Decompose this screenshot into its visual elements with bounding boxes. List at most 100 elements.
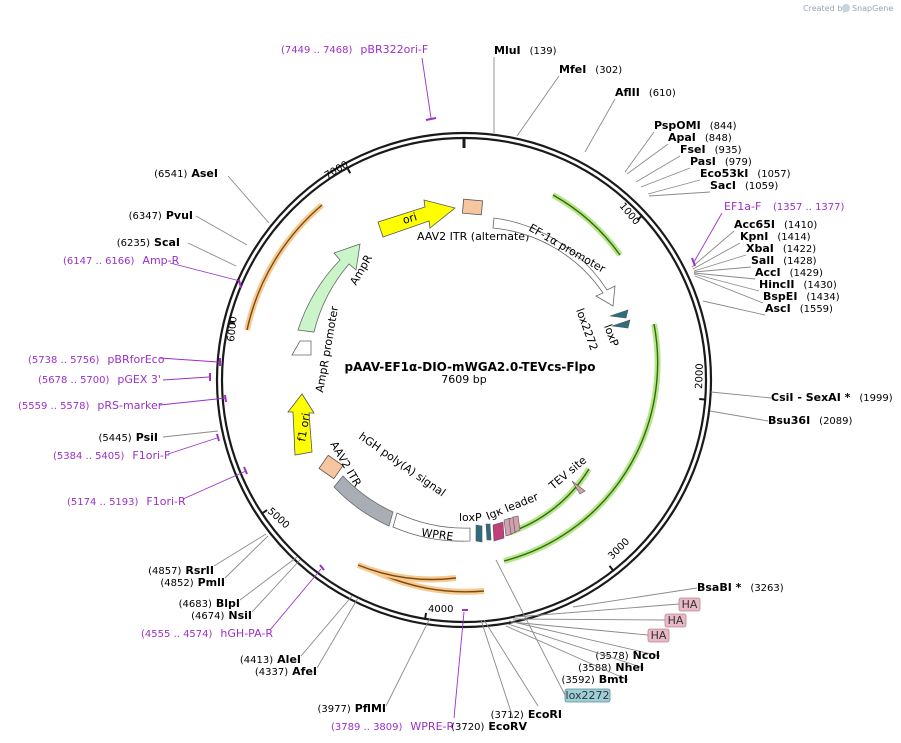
enzyme-position: (844): [710, 121, 737, 132]
enzyme-name[interactable]: Acc65I: [734, 218, 775, 231]
enzyme-leader-line: [505, 625, 629, 681]
enzyme-leader-line: [508, 620, 661, 657]
primer-position: (7449 .. 7468): [281, 45, 353, 56]
enzyme-leader-line: [480, 619, 514, 719]
primer-leader-line: [159, 357, 219, 363]
enzyme-name[interactable]: SalI: [751, 254, 774, 267]
tick-marks: [227, 137, 707, 621]
primer-name[interactable]: hGH-PA-R: [220, 627, 273, 640]
tag-box: [678, 597, 701, 612]
enzyme-leader-line: [710, 391, 772, 399]
enzyme-leader-line: [227, 175, 270, 224]
primer-name[interactable]: pBRforEco: [107, 353, 164, 366]
f1-ori-label: f1 ori: [295, 412, 313, 443]
primer-name[interactable]: pBR322ori-F: [360, 43, 428, 56]
enzyme-leader-line: [507, 623, 645, 669]
enzyme-leader-line: [162, 430, 219, 438]
enzyme-name[interactable]: RsrII: [185, 564, 214, 577]
enzyme-name[interactable]: FseI: [680, 143, 706, 156]
enzyme-name[interactable]: NheI: [615, 661, 644, 674]
enzyme-name[interactable]: PsiI: [136, 431, 158, 444]
lox-marker-small: [485, 523, 492, 541]
enzyme-name[interactable]: PvuI: [166, 209, 193, 222]
enzyme-name[interactable]: AflII: [615, 86, 640, 99]
enzyme-position: (6541): [154, 169, 187, 180]
primer-name[interactable]: F1ori-F: [132, 449, 170, 462]
f1-ori-arrow: [287, 393, 315, 456]
enzyme-name[interactable]: EcoRI: [528, 708, 562, 721]
enzyme-name[interactable]: AscI: [765, 302, 791, 315]
enzyme-name[interactable]: AseI: [191, 167, 218, 180]
enzyme-name[interactable]: BmtI: [599, 673, 628, 686]
primer-name[interactable]: WPRE-R: [410, 720, 454, 733]
tick-label: 6000: [226, 316, 240, 342]
aav2-itr-box: [318, 454, 344, 480]
enzyme-leader-line: [316, 597, 359, 669]
primer-leader-line: [162, 376, 210, 381]
enzyme-name[interactable]: CsiI - SexAI *: [771, 391, 851, 404]
enzyme-position: (3263): [750, 583, 783, 594]
primer-name[interactable]: pGEX 3': [117, 373, 161, 386]
enzyme-leader-line: [624, 131, 655, 173]
tag-label[interactable]: HA: [651, 629, 667, 642]
enzyme-sites: MluI(139)MfeI(302)AflII(610)PspOMI(844)A…: [98, 44, 892, 733]
enzyme-leader-line: [483, 619, 539, 707]
enzyme-name[interactable]: AccI: [755, 266, 781, 279]
ampr-promoter-arrow: [291, 340, 312, 356]
enzyme-name[interactable]: PasI: [690, 155, 716, 168]
enzyme-position: (1434): [806, 292, 839, 303]
enzyme-name[interactable]: NcoI: [633, 649, 660, 662]
enzyme-position: (3712): [491, 710, 524, 721]
primer-name[interactable]: Amp-R: [142, 254, 179, 267]
enzyme-name[interactable]: BspEI: [763, 290, 797, 303]
enzyme-name[interactable]: XbaI: [746, 242, 774, 255]
enzyme-position: (139): [530, 46, 557, 57]
enzyme-name[interactable]: ScaI: [154, 236, 180, 249]
enzyme-name[interactable]: MluI: [494, 44, 521, 57]
primer-marker: [243, 466, 248, 475]
tick-mark: [423, 612, 428, 621]
enzyme-leader-line: [213, 533, 267, 567]
primer-leader-line: [182, 470, 247, 500]
ampr-arrow: [297, 243, 361, 333]
enzyme-name[interactable]: SacI: [710, 179, 736, 192]
loxp2-marker: [475, 524, 483, 543]
enzyme-leader-line: [572, 587, 698, 608]
enzyme-name[interactable]: AleI: [277, 653, 301, 666]
tag-leader-line: [512, 618, 666, 621]
primer-name[interactable]: pRS-marker: [97, 399, 162, 412]
primer-name[interactable]: EF1a-F: [724, 200, 761, 213]
ef1a-promoter-arrow: [492, 217, 616, 307]
enzyme-name[interactable]: AfeI: [292, 665, 317, 678]
enzyme-name[interactable]: PflMI: [355, 702, 386, 715]
enzyme-leader-line: [300, 595, 353, 657]
enzyme-name[interactable]: Eco53kI: [700, 167, 748, 180]
enzyme-name[interactable]: MfeI: [559, 63, 586, 76]
enzyme-name[interactable]: PmlI: [198, 576, 225, 589]
enzyme-leader-line: [694, 275, 764, 304]
enzyme-name[interactable]: NsiI: [228, 609, 252, 622]
enzyme-name[interactable]: ApaI: [668, 131, 696, 144]
enzyme-name[interactable]: BsaBI *: [697, 581, 742, 594]
primer-leader-line: [167, 437, 218, 455]
enzyme-name[interactable]: BlpI: [216, 597, 240, 610]
tag-label[interactable]: lox2272: [566, 689, 610, 702]
enzyme-leader-line: [187, 242, 237, 267]
enzyme-name[interactable]: HincII: [759, 278, 795, 291]
primer-name[interactable]: F1ori-R: [146, 495, 186, 508]
enzyme-name[interactable]: EcoRV: [488, 720, 527, 733]
tag-label[interactable]: HA: [682, 598, 698, 611]
enzyme-name[interactable]: PspOMI: [654, 119, 701, 132]
tag-label[interactable]: HA: [668, 614, 684, 627]
tag-leader-line: [514, 603, 680, 618]
enzyme-name[interactable]: Bsu36I: [768, 414, 810, 427]
enzyme-leader-line: [693, 266, 752, 273]
tag-leader-line: [510, 621, 649, 636]
enzyme-leader-line: [691, 230, 735, 268]
tick-label: 2000: [694, 363, 706, 389]
enzyme-position: (1429): [790, 268, 823, 279]
aav2-itr-alt-box: [461, 198, 484, 216]
tick-mark: [636, 214, 644, 221]
enzyme-leader-line: [239, 556, 298, 601]
enzyme-name[interactable]: KpnI: [740, 230, 768, 243]
